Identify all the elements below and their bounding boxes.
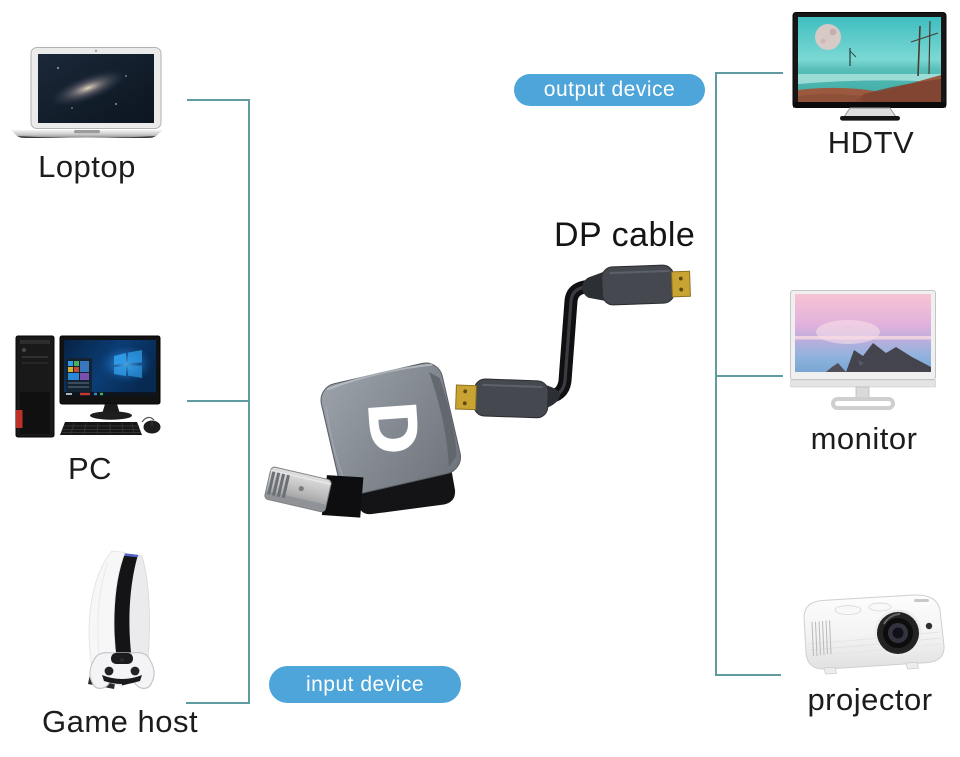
device-label-pc: PC: [67, 451, 113, 486]
input-bracket-gamehost-line: [186, 702, 250, 704]
dp-connector-lower: [455, 378, 561, 419]
projector-image: [803, 594, 945, 675]
hdtv-image: [792, 12, 947, 121]
input-bracket-pc-line: [187, 400, 250, 402]
dp-cable-label: DP cable: [554, 216, 696, 254]
mini-dp-plug: [264, 466, 364, 518]
output-device-badge: output device: [514, 74, 705, 106]
output-bracket-hdtv-line: [715, 72, 783, 74]
device-label-laptop: Loptop: [38, 149, 136, 184]
monitor-image: [790, 290, 936, 410]
device-projector: projector: [788, 586, 952, 718]
laptop-image: [11, 47, 163, 138]
device-label-game-host: Game host: [42, 704, 199, 739]
input-bracket-laptop-line: [187, 99, 250, 101]
device-game-host: Game host: [42, 548, 198, 740]
input-device-badge: input device: [269, 666, 461, 703]
game-console-image: [88, 550, 155, 689]
device-monitor: monitor: [790, 290, 938, 457]
output-bracket-vertical-line: [715, 72, 717, 676]
device-label-projector: projector: [807, 682, 933, 717]
device-hdtv: HDTV: [792, 12, 950, 161]
device-laptop: Loptop: [8, 46, 166, 185]
game-controller: [89, 652, 155, 689]
dp-connector-upper: [582, 264, 691, 306]
device-label-hdtv: HDTV: [827, 125, 915, 160]
dp-cable-image: [455, 264, 691, 419]
output-bracket-monitor-line: [715, 375, 783, 377]
output-bracket-projector-line: [715, 674, 781, 676]
device-pc: PC: [14, 334, 166, 487]
device-label-monitor: monitor: [810, 421, 918, 456]
displayport-logo: D: [352, 398, 433, 458]
mini-dp-adapter-image: D: [264, 362, 461, 518]
pc-image: [15, 335, 161, 438]
